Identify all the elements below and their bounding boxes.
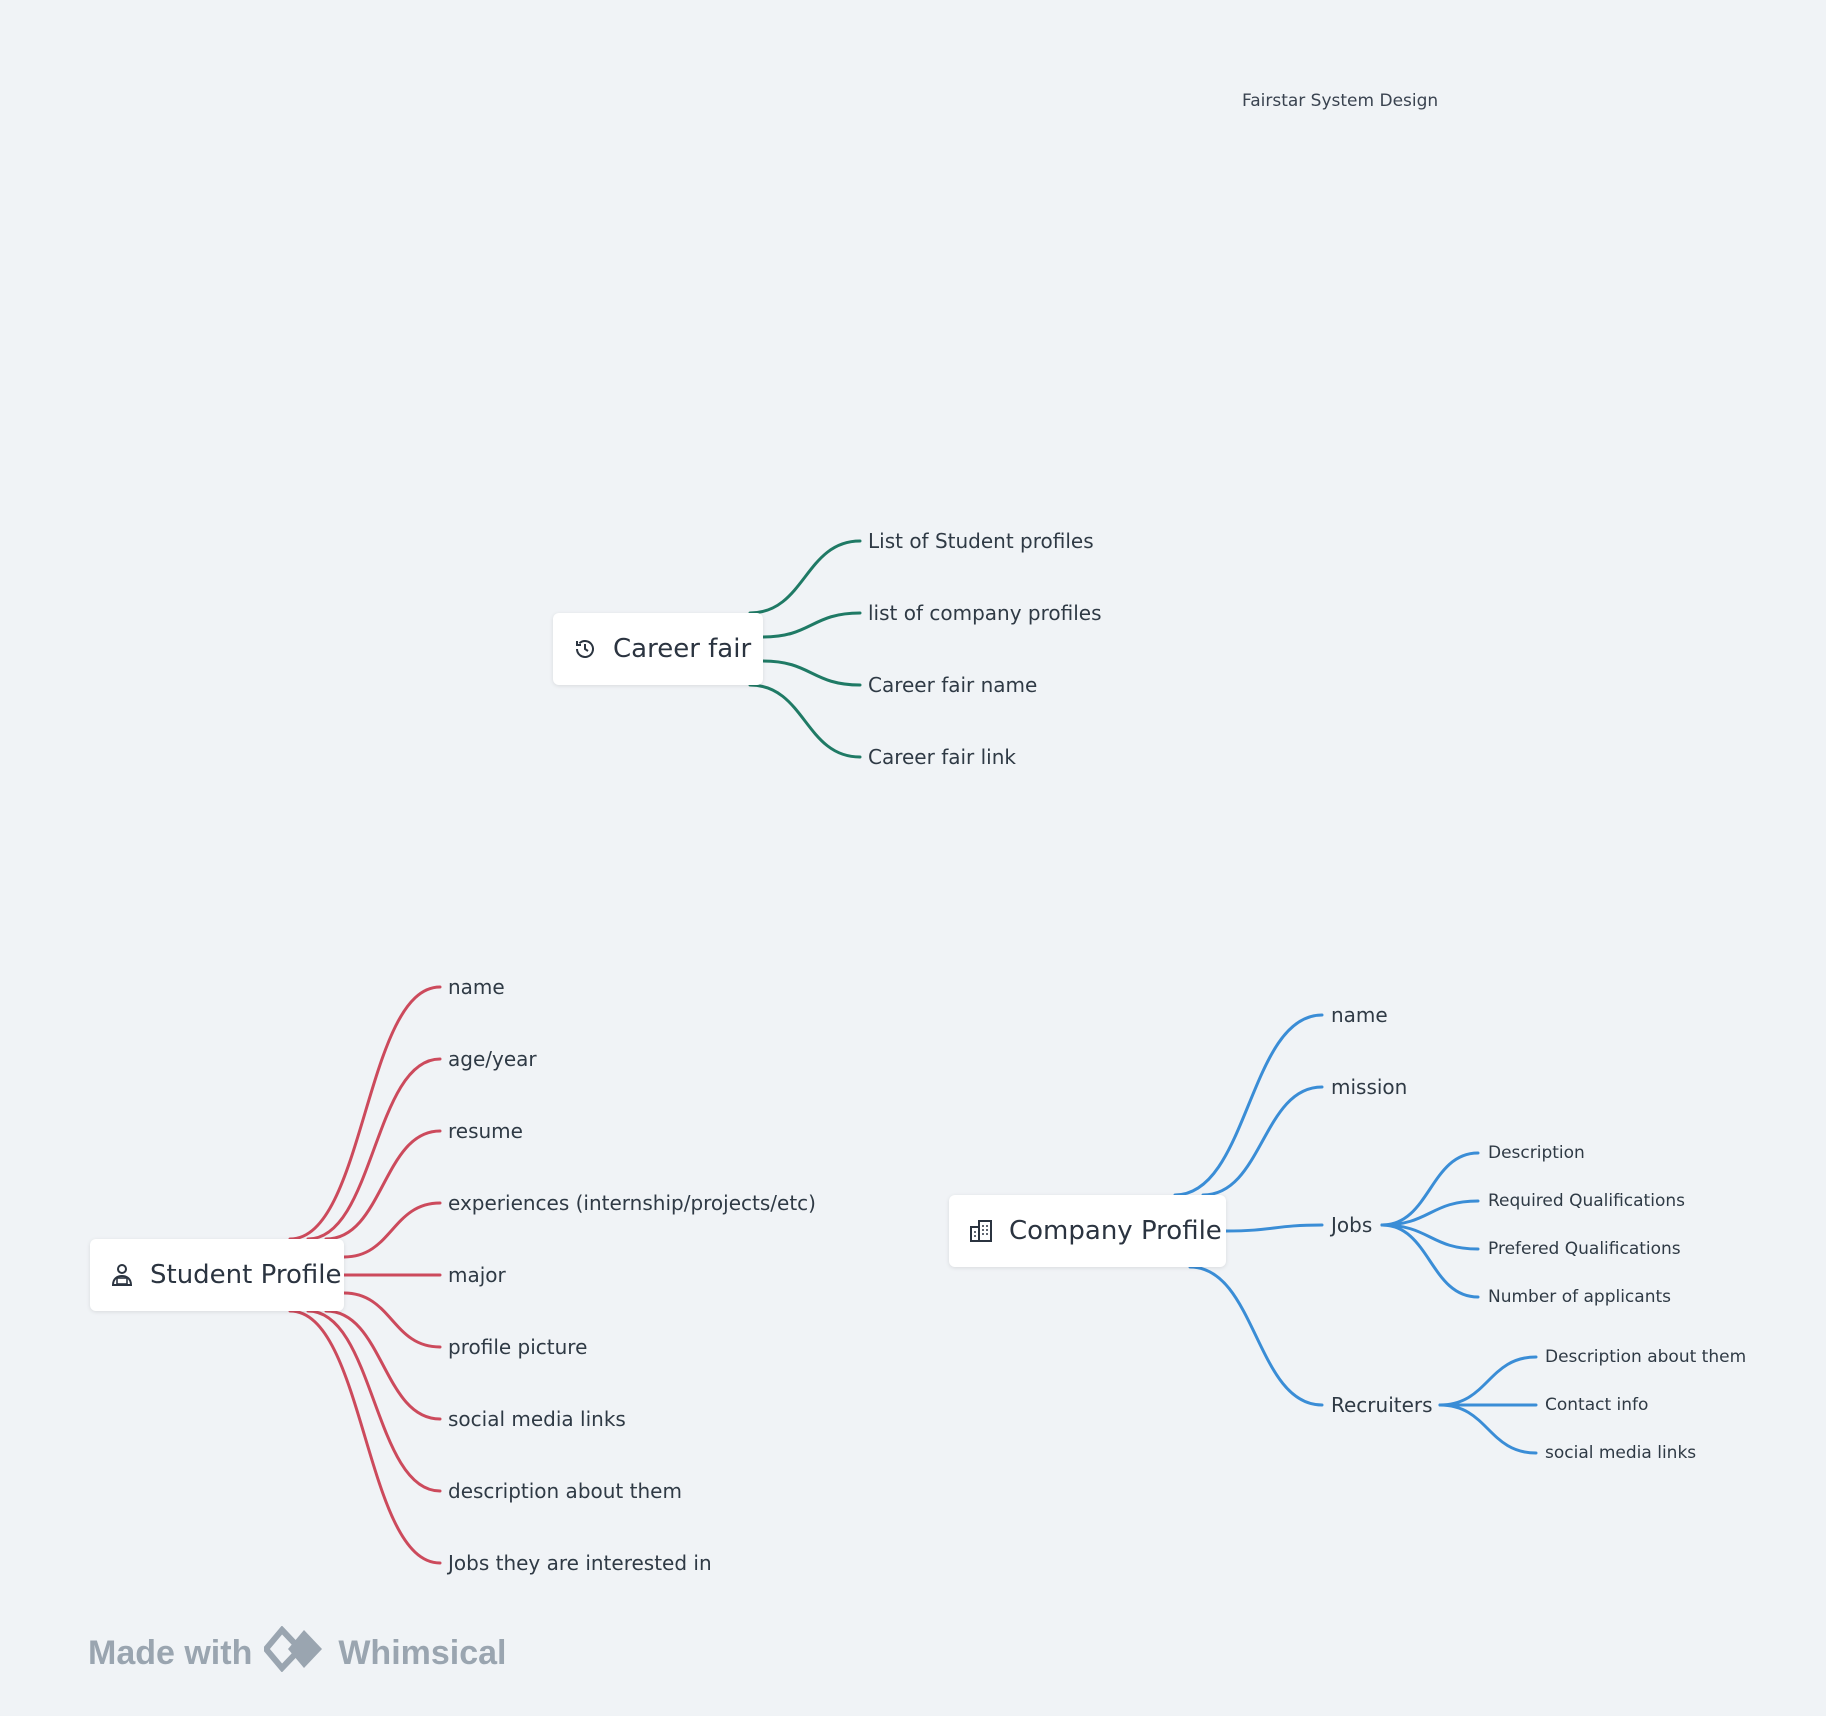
made-with-whimsical[interactable]: Made with Whimsical xyxy=(88,1625,507,1681)
company-profile-child[interactable]: Jobs xyxy=(1331,1213,1373,1237)
student-profile-connector xyxy=(306,1057,442,1241)
career-fair-node[interactable]: Career fair xyxy=(553,613,763,685)
student-profile-child[interactable]: Jobs they are interested in xyxy=(448,1551,712,1575)
career-fair-child[interactable]: list of company profiles xyxy=(868,601,1102,625)
student-profile-child[interactable]: age/year xyxy=(448,1047,537,1071)
student-profile-child[interactable]: profile picture xyxy=(448,1335,588,1359)
company-profile-node[interactable]: Company Profile xyxy=(949,1195,1226,1267)
student-profile-connector xyxy=(306,1309,442,1493)
building-icon xyxy=(967,1216,995,1246)
recruiters-child[interactable]: Contact info xyxy=(1545,1395,1649,1415)
student-profile-title: Student Profile xyxy=(150,1260,342,1290)
made-with-text: Made with xyxy=(88,1634,253,1672)
board-title: Fairstar System Design xyxy=(1242,91,1439,111)
student-profile-child[interactable]: name xyxy=(448,975,505,999)
company-profile-connector xyxy=(1224,1223,1324,1233)
company-profile-connector xyxy=(1173,1013,1324,1197)
student-profile-node[interactable]: Student Profile xyxy=(90,1239,344,1311)
recruiters-connector xyxy=(1438,1355,1538,1407)
company-profile-connector xyxy=(1188,1265,1324,1407)
company-profile-title: Company Profile xyxy=(1009,1216,1222,1246)
recruiters-child[interactable]: social media links xyxy=(1545,1443,1697,1463)
career-fair-connector xyxy=(761,611,862,639)
career-fair-child[interactable]: Career fair name xyxy=(868,673,1038,697)
career-fair-title: Career fair xyxy=(613,634,752,664)
person-icon xyxy=(108,1260,136,1290)
jobs-connector xyxy=(1380,1223,1480,1299)
student-profile-connector xyxy=(342,1291,442,1349)
jobs-child[interactable]: Description xyxy=(1488,1143,1585,1163)
student-profile-connector xyxy=(324,1309,442,1421)
company-profile-child[interactable]: mission xyxy=(1331,1075,1408,1099)
student-profile-connector xyxy=(324,1129,442,1241)
jobs-child[interactable]: Number of applicants xyxy=(1488,1287,1671,1307)
whimsical-brand-text: Whimsical xyxy=(338,1634,507,1672)
whimsical-logo-icon xyxy=(262,1625,326,1681)
student-profile-connector xyxy=(342,1201,442,1259)
career-fair-connector xyxy=(748,539,862,615)
company-profile-child[interactable]: name xyxy=(1331,1003,1388,1027)
student-profile-child[interactable]: major xyxy=(448,1263,506,1287)
student-profile-child[interactable]: experiences (internship/projects/etc) xyxy=(448,1191,816,1215)
recruiters-connector xyxy=(1438,1403,1538,1455)
recruiters-child[interactable]: Description about them xyxy=(1545,1347,1747,1367)
career-fair-child[interactable]: List of Student profiles xyxy=(868,529,1094,553)
jobs-child[interactable]: Required Qualifications xyxy=(1488,1191,1685,1211)
jobs-connector xyxy=(1380,1199,1480,1227)
jobs-connector xyxy=(1380,1151,1480,1227)
career-fair-connector xyxy=(748,683,862,759)
company-profile-child[interactable]: Recruiters xyxy=(1331,1393,1433,1417)
career-fair-child[interactable]: Career fair link xyxy=(868,745,1016,769)
company-profile-connector xyxy=(1201,1085,1324,1197)
student-profile-connector xyxy=(288,1309,442,1565)
jobs-child[interactable]: Prefered Qualifications xyxy=(1488,1239,1681,1259)
history-clock-icon xyxy=(571,634,599,664)
student-profile-child[interactable]: description about them xyxy=(448,1479,682,1503)
student-profile-connector xyxy=(288,985,442,1241)
student-profile-child[interactable]: social media links xyxy=(448,1407,626,1431)
student-profile-child[interactable]: resume xyxy=(448,1119,523,1143)
career-fair-connector xyxy=(761,659,862,687)
